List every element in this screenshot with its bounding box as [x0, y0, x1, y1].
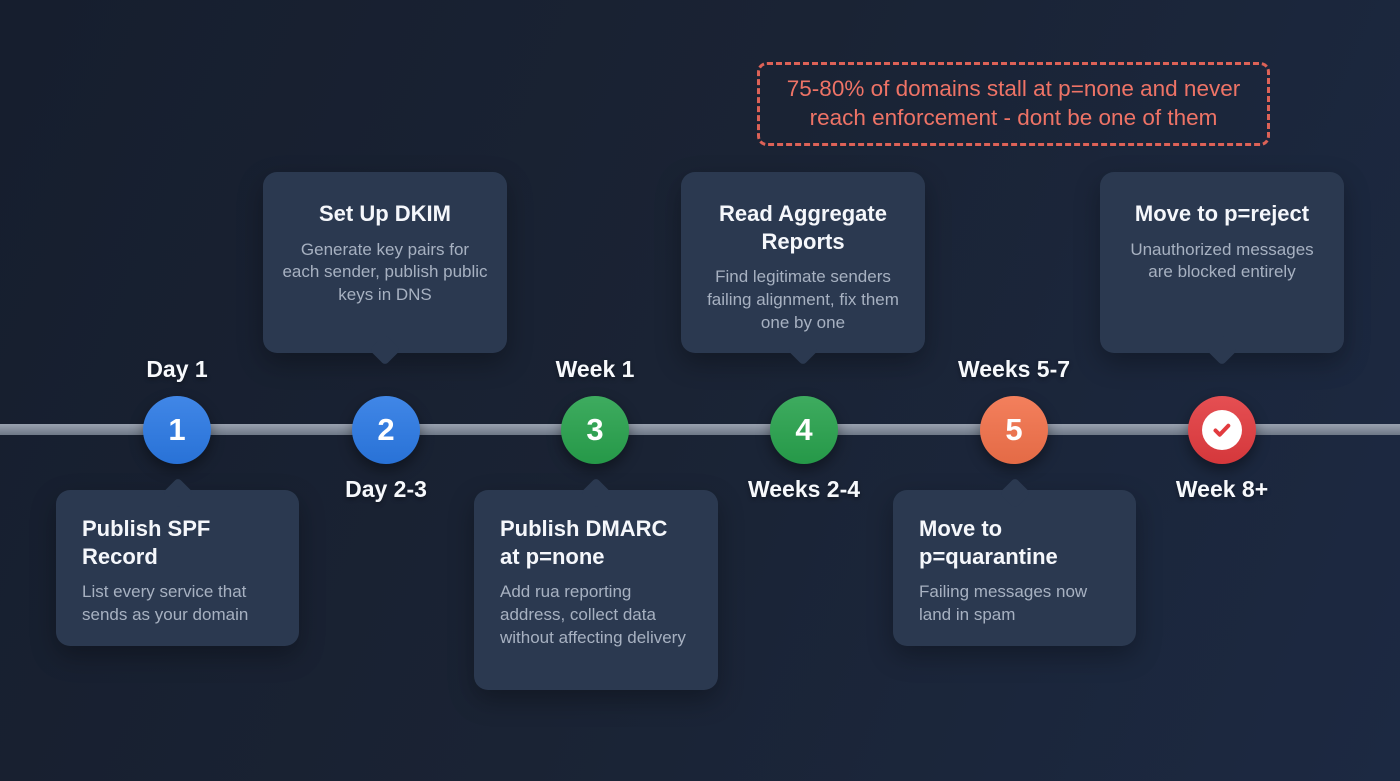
card-title: Set Up DKIM	[319, 201, 451, 226]
step-number-4: 4	[795, 412, 813, 447]
step-number-5: 5	[1005, 412, 1023, 447]
card-set-up-dkim: Set Up DKIM Generate key pairs for each …	[263, 172, 507, 366]
card-read-aggregate-reports: Read Aggregate Reports Find legitimate s…	[681, 172, 925, 366]
card-title: Read Aggregate Reports	[719, 201, 887, 254]
card-tail-down	[787, 334, 819, 366]
time-label-day-1: Day 1	[146, 356, 208, 382]
card-publish-dmarc-p-none: Publish DMARC at p=none Add rua reportin…	[474, 477, 718, 690]
step-number-2: 2	[377, 412, 395, 447]
card-body: Unauthorized messages are blocked entire…	[1130, 239, 1314, 282]
card-move-to-p-reject: Move to p=reject Unauthorized messages a…	[1100, 172, 1344, 366]
card-tail-up	[161, 477, 194, 509]
step-number-1: 1	[168, 412, 186, 447]
card-body: List every service that sends as your do…	[82, 582, 249, 624]
time-label-week-8-plus: Week 8+	[1175, 476, 1269, 502]
time-label-day-2-3: Day 2-3	[345, 476, 427, 502]
timeline-node-3: 3	[561, 396, 629, 464]
timeline-node-5: 5	[980, 396, 1048, 464]
check-icon	[1202, 410, 1242, 450]
stall-warning-text: 75-80% of domains stall at p=none and ne…	[786, 76, 1241, 130]
card-body: Find legitimate senders failing alignmen…	[707, 267, 899, 332]
card-title: Move to p=quarantine	[919, 516, 1058, 569]
timeline-node-2: 2	[352, 396, 420, 464]
card-body: Generate key pairs for each sender, publ…	[282, 239, 488, 305]
card-title: Move to p=reject	[1134, 201, 1310, 226]
card-body: Failing messages now land in spam	[919, 582, 1088, 624]
timeline-node-1: 1	[143, 396, 211, 464]
timeline-node-4: 4	[770, 396, 838, 464]
timeline-node-complete	[1188, 396, 1256, 464]
card-publish-spf-record: Publish SPF Record List every service th…	[56, 477, 299, 646]
card-tail-up	[580, 477, 612, 509]
time-label-weeks-5-7: Weeks 5-7	[957, 356, 1071, 382]
card-tail-down	[369, 334, 401, 366]
timeline-track	[0, 424, 1400, 435]
time-label-week-1: Week 1	[555, 356, 635, 382]
card-move-to-p-quarantine: Move to p=quarantine Failing messages no…	[893, 477, 1136, 646]
stall-warning-callout: 75-80% of domains stall at p=none and ne…	[757, 62, 1270, 146]
step-number-3: 3	[586, 412, 604, 447]
card-body: Add rua reporting address, collect data …	[500, 582, 686, 647]
card-title: Publish DMARC at p=none	[500, 516, 668, 569]
card-tail-up	[998, 477, 1031, 509]
time-label-weeks-2-4: Weeks 2-4	[747, 476, 861, 502]
card-tail-down	[1206, 334, 1238, 366]
card-title: Publish SPF Record	[82, 516, 211, 569]
